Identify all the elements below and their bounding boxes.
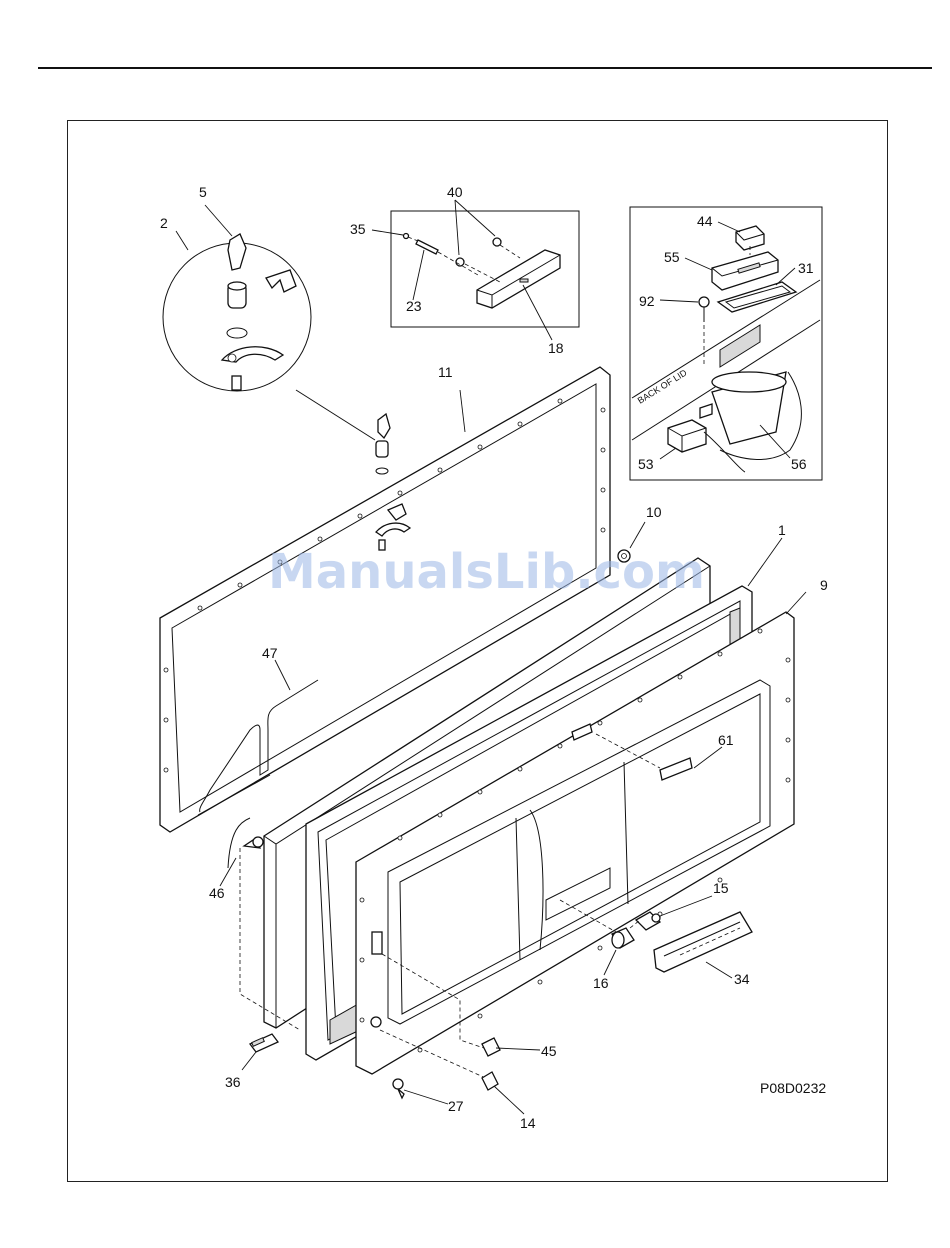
callout-34: 34 bbox=[734, 971, 750, 987]
hinge-clip-part-36 bbox=[250, 1034, 278, 1052]
bushing-part-40b bbox=[493, 238, 501, 246]
callout-44: 44 bbox=[697, 213, 713, 229]
callout-55: 55 bbox=[664, 249, 680, 265]
pin-part-23 bbox=[404, 234, 439, 255]
callout-11: 11 bbox=[438, 364, 453, 380]
callout-31: 31 bbox=[798, 260, 814, 276]
callout-23: 23 bbox=[406, 298, 422, 314]
back-of-lid-label: BACK OF LID bbox=[636, 367, 689, 405]
lock-cylinder bbox=[222, 270, 296, 390]
callout-18: 18 bbox=[548, 340, 564, 356]
bezel-part-55 bbox=[712, 252, 778, 290]
lock-key-part-5 bbox=[228, 234, 246, 270]
callout-40: 40 bbox=[447, 184, 463, 200]
clip-part-35 bbox=[404, 234, 409, 239]
screw-part-46 bbox=[244, 837, 263, 848]
callout-56: 56 bbox=[791, 456, 807, 472]
inset-lid-switch-box bbox=[630, 207, 822, 480]
socket-part-16 bbox=[612, 928, 634, 948]
handle-part-18 bbox=[477, 250, 560, 308]
callout-27: 27 bbox=[448, 1098, 464, 1114]
callout-16: 16 bbox=[593, 975, 609, 991]
callout-36: 36 bbox=[225, 1074, 241, 1090]
lamp-cover-part-34 bbox=[654, 912, 752, 972]
drawing-code: P08D0232 bbox=[760, 1080, 826, 1096]
watermark: ManualsLib.com bbox=[268, 544, 705, 600]
callout-5: 5 bbox=[199, 184, 207, 200]
callout-1: 1 bbox=[778, 522, 786, 538]
callout-14: 14 bbox=[520, 1115, 536, 1131]
callout-53: 53 bbox=[638, 456, 654, 472]
callout-9: 9 bbox=[820, 577, 828, 593]
callout-92: 92 bbox=[639, 293, 655, 309]
callout-61: 61 bbox=[718, 732, 734, 748]
bushing-part-40a bbox=[456, 258, 464, 266]
callout-35: 35 bbox=[350, 221, 366, 237]
callout-2: 2 bbox=[160, 215, 168, 231]
callout-15: 15 bbox=[713, 880, 729, 896]
screw-part-92 bbox=[699, 297, 709, 322]
switch-part-45 bbox=[482, 1038, 500, 1056]
light-housing-part-56 bbox=[712, 372, 801, 459]
screw-part-27 bbox=[393, 1079, 404, 1098]
callout-46: 46 bbox=[209, 885, 225, 901]
callout-47: 47 bbox=[262, 645, 278, 661]
callout-45: 45 bbox=[541, 1043, 557, 1059]
callout-10: 10 bbox=[646, 504, 662, 520]
